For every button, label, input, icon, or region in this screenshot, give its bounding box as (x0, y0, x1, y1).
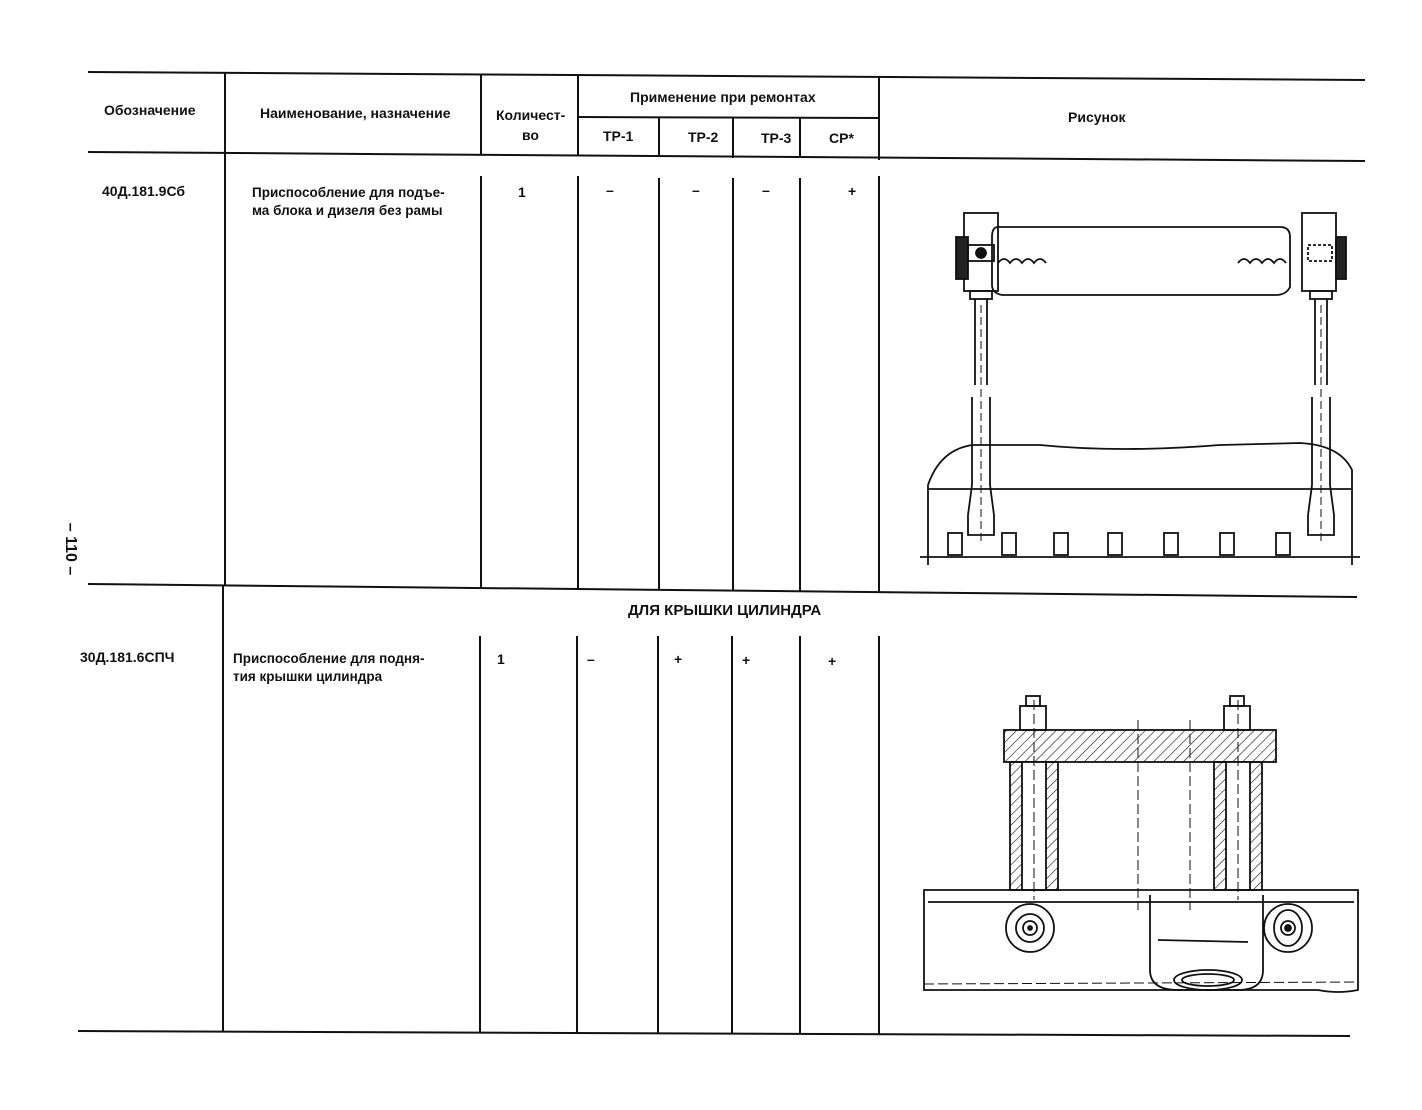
row2-quantity: 1 (497, 651, 505, 667)
row2-tr3: + (742, 652, 751, 668)
row1-designation: 40Д.181.9Сб (102, 183, 186, 199)
lifting-device-cylinder-head-drawing (923, 695, 1359, 993)
row2-tr1: – (587, 651, 595, 667)
row1-sr: + (848, 183, 857, 199)
lifting-device-block-drawing (920, 212, 1360, 565)
row2-name-line1: Приспособление для подня- (233, 651, 425, 666)
header-tr1: ТР-1 (603, 128, 634, 144)
header-application-group: Применение при ремонтах (630, 89, 816, 105)
header-tr3: ТР-3 (761, 130, 792, 146)
row2-name-line2: тия крышки цилиндра (233, 669, 383, 684)
header-tr2: ТР-2 (688, 129, 719, 145)
header-designation: Обозначение (104, 102, 196, 118)
header-figure: Рисунок (1068, 109, 1126, 125)
row1-quantity: 1 (518, 184, 526, 200)
header-name: Наименование, назначение (260, 105, 451, 121)
row1-tr3: – (762, 182, 770, 198)
row1-tr1: – (606, 182, 614, 198)
row1-name-line1: Приспособление для подъе- (252, 185, 445, 200)
header-quantity-line2: во (522, 127, 539, 143)
row1-tr2: – (692, 182, 700, 198)
row2-designation: 30Д.181.6СПЧ (80, 649, 175, 665)
section-title: ДЛЯ КРЫШКИ ЦИЛИНДРА (628, 602, 822, 619)
header-quantity-line1: Количест- (496, 107, 566, 123)
row2-tr2: + (674, 651, 683, 667)
header-sr: СР* (829, 130, 854, 146)
row1-name-line2: ма блока и дизеля без рамы (252, 203, 443, 218)
page-number: – 110 – (62, 522, 79, 576)
row2-sr: + (828, 653, 837, 669)
